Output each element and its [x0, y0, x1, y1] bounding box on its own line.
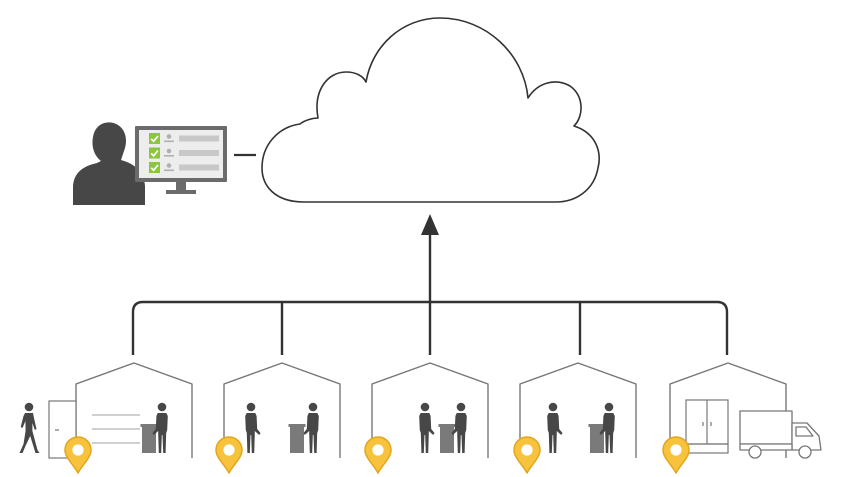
checklist-row: [149, 147, 219, 159]
site-3-building: [371, 362, 489, 458]
location-pin-icon: [513, 436, 541, 474]
row-avatar-caption: [164, 169, 174, 172]
cloud-icon: [261, 17, 600, 203]
checklist-row: [149, 162, 219, 173]
location-pin-icon: [662, 436, 690, 474]
location-pin-icon: [215, 436, 243, 474]
row-avatar-dot: [166, 148, 172, 154]
row-text-bar: [179, 164, 219, 171]
check-mark: [150, 135, 159, 143]
upload-arrow-head: [421, 214, 439, 235]
location-pin-icon: [364, 436, 392, 474]
customer-icon: [419, 402, 435, 453]
monitor-icon: [135, 126, 227, 194]
delivery-truck-icon: [739, 410, 822, 459]
checkmark-icon: [149, 133, 160, 144]
row-avatar-dot: [166, 134, 172, 139]
check-mark: [150, 149, 159, 158]
cabinet-icon: [685, 399, 729, 454]
walking-person-icon: [19, 402, 40, 453]
check-mark: [150, 164, 159, 172]
counter-icon: [140, 424, 158, 453]
checkmark-icon: [149, 147, 160, 159]
admin-user-icon: [73, 122, 145, 205]
row-avatar-dot: [166, 163, 172, 168]
row-text-bar: [179, 150, 219, 156]
checklist-row: [149, 133, 219, 144]
customer-icon: [547, 402, 563, 453]
row-avatar-caption: [164, 155, 174, 157]
site-4-building: [519, 362, 637, 458]
counter-icon: [438, 424, 456, 453]
row-avatar-caption: [164, 140, 174, 143]
clerk-icon: [303, 402, 319, 453]
site-bus: [131, 230, 729, 355]
location-pin-icon: [64, 436, 92, 474]
row-text-bar: [179, 135, 219, 142]
counter-icon: [288, 424, 306, 453]
site-2-building: [223, 362, 341, 458]
customer-icon: [245, 402, 261, 453]
checkmark-icon: [149, 162, 160, 173]
